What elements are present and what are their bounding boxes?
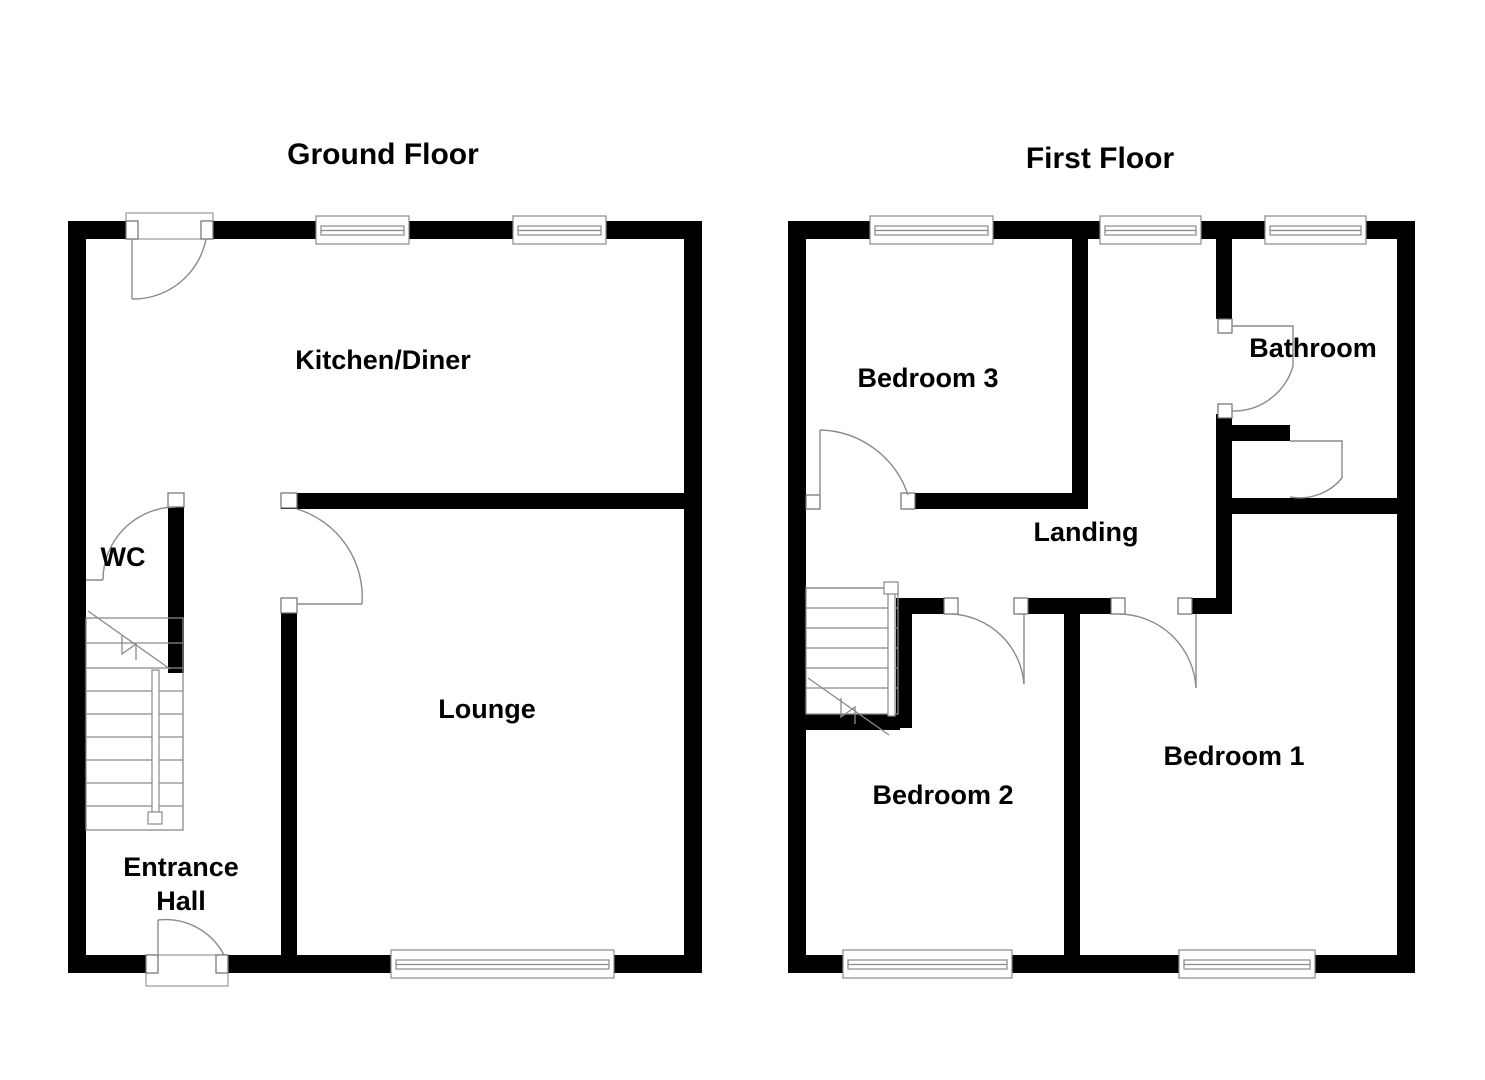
wall-bedroom3-right	[1072, 239, 1088, 509]
wall-wc-hall-divider	[168, 493, 184, 673]
door-bedroom-1	[1110, 597, 1197, 689]
room-label-bedroom-1: Bedroom 1	[1163, 741, 1304, 771]
door-lounge	[280, 492, 363, 614]
first-floor-internal-walls	[788, 239, 1415, 955]
wall-landing-bottom-seg-2	[1028, 598, 1111, 614]
door-bedroom-2	[943, 597, 1029, 685]
wall-top-seg-1	[213, 221, 316, 239]
room-label-lounge: Lounge	[438, 694, 535, 724]
wall-top-seg-2	[409, 221, 513, 239]
wall-kitchen-lounge-divider	[281, 493, 684, 509]
wall-lounge-hall-divider	[281, 613, 297, 955]
door-bedroom-3	[805, 429, 916, 510]
door-kitchen-rear	[125, 212, 214, 300]
wall-ff-bottom-seg-2	[1012, 955, 1179, 973]
wall-top-seg-3	[606, 221, 702, 239]
room-label-kitchen-diner: Kitchen/Diner	[295, 345, 471, 375]
room-label-bedroom-2: Bedroom 2	[872, 780, 1013, 810]
first-floor-group: First Floor	[788, 142, 1415, 979]
first-floor-title: First Floor	[1026, 142, 1175, 175]
ground-floor-group: Ground Floor	[68, 138, 702, 987]
wall-ff-top-seg-3	[1201, 221, 1265, 239]
wall-bottom-seg-3	[614, 955, 702, 973]
wall-ff-bottom-seg-1	[788, 955, 843, 973]
wall-bathroom-left-upper	[1216, 239, 1232, 319]
door-wc	[86, 492, 185, 581]
first-floor-windows	[842, 215, 1367, 979]
room-label-bedroom-3: Bedroom 3	[857, 363, 998, 393]
first-floor-exterior-walls	[788, 221, 1415, 973]
wall-ff-bottom-seg-3	[1315, 955, 1415, 973]
first-floor-staircase	[805, 581, 899, 736]
wall-bathroom-bottom	[1216, 498, 1415, 514]
window-kitchen-1	[315, 215, 410, 245]
window-bedroom-1	[1178, 949, 1316, 979]
ground-floor-staircase	[85, 610, 184, 831]
room-label-bathroom: Bathroom	[1249, 333, 1377, 363]
window-landing	[1099, 215, 1202, 245]
ground-floor-internal-walls	[168, 493, 684, 955]
wall-left-exterior	[68, 221, 86, 973]
wall-ff-right-exterior	[1397, 221, 1415, 973]
ground-floor-exterior-walls	[68, 221, 702, 973]
wall-ff-top-seg-2	[993, 221, 1100, 239]
first-floor-doors	[805, 318, 1343, 689]
window-lounge-front	[390, 949, 615, 979]
door-bathroom	[1217, 318, 1294, 419]
ground-floor-room-labels: Kitchen/Diner WC Lounge Entrance Hall	[101, 345, 536, 916]
wall-bottom-seg-2	[228, 955, 391, 973]
room-label-entrance-hall-line1: Entrance	[123, 852, 239, 882]
ground-floor-title: Ground Floor	[287, 138, 479, 171]
ground-floor-doors	[86, 212, 363, 987]
door-entrance-front	[145, 918, 229, 987]
window-bedroom-2	[842, 949, 1013, 979]
door-airing-cupboard	[1289, 440, 1343, 499]
wall-bedroom3-bottom	[915, 493, 1088, 509]
ground-floor-windows	[315, 215, 615, 979]
wall-airing-cupboard-stub	[1216, 425, 1290, 441]
window-kitchen-2	[512, 215, 607, 245]
wall-stairwell-right	[896, 598, 912, 728]
first-floor-room-labels: Bedroom 3 Bathroom Landing Bedroom 2 Bed…	[857, 333, 1376, 810]
window-bathroom	[1264, 215, 1367, 245]
wall-ff-top-seg-1	[788, 221, 870, 239]
wall-bottom-seg-1	[68, 955, 146, 973]
wall-right-exterior	[684, 221, 702, 973]
room-label-landing: Landing	[1034, 517, 1139, 547]
wall-stairwell-bottom	[788, 714, 900, 730]
window-bedroom-3	[869, 215, 994, 245]
wall-landing-jog	[1216, 584, 1232, 614]
room-label-entrance-hall-line2: Hall	[156, 886, 206, 916]
room-label-wc: WC	[101, 542, 146, 572]
wall-bedroom1-bedroom2-divider	[1064, 614, 1080, 955]
wall-ff-left-exterior	[788, 221, 806, 973]
